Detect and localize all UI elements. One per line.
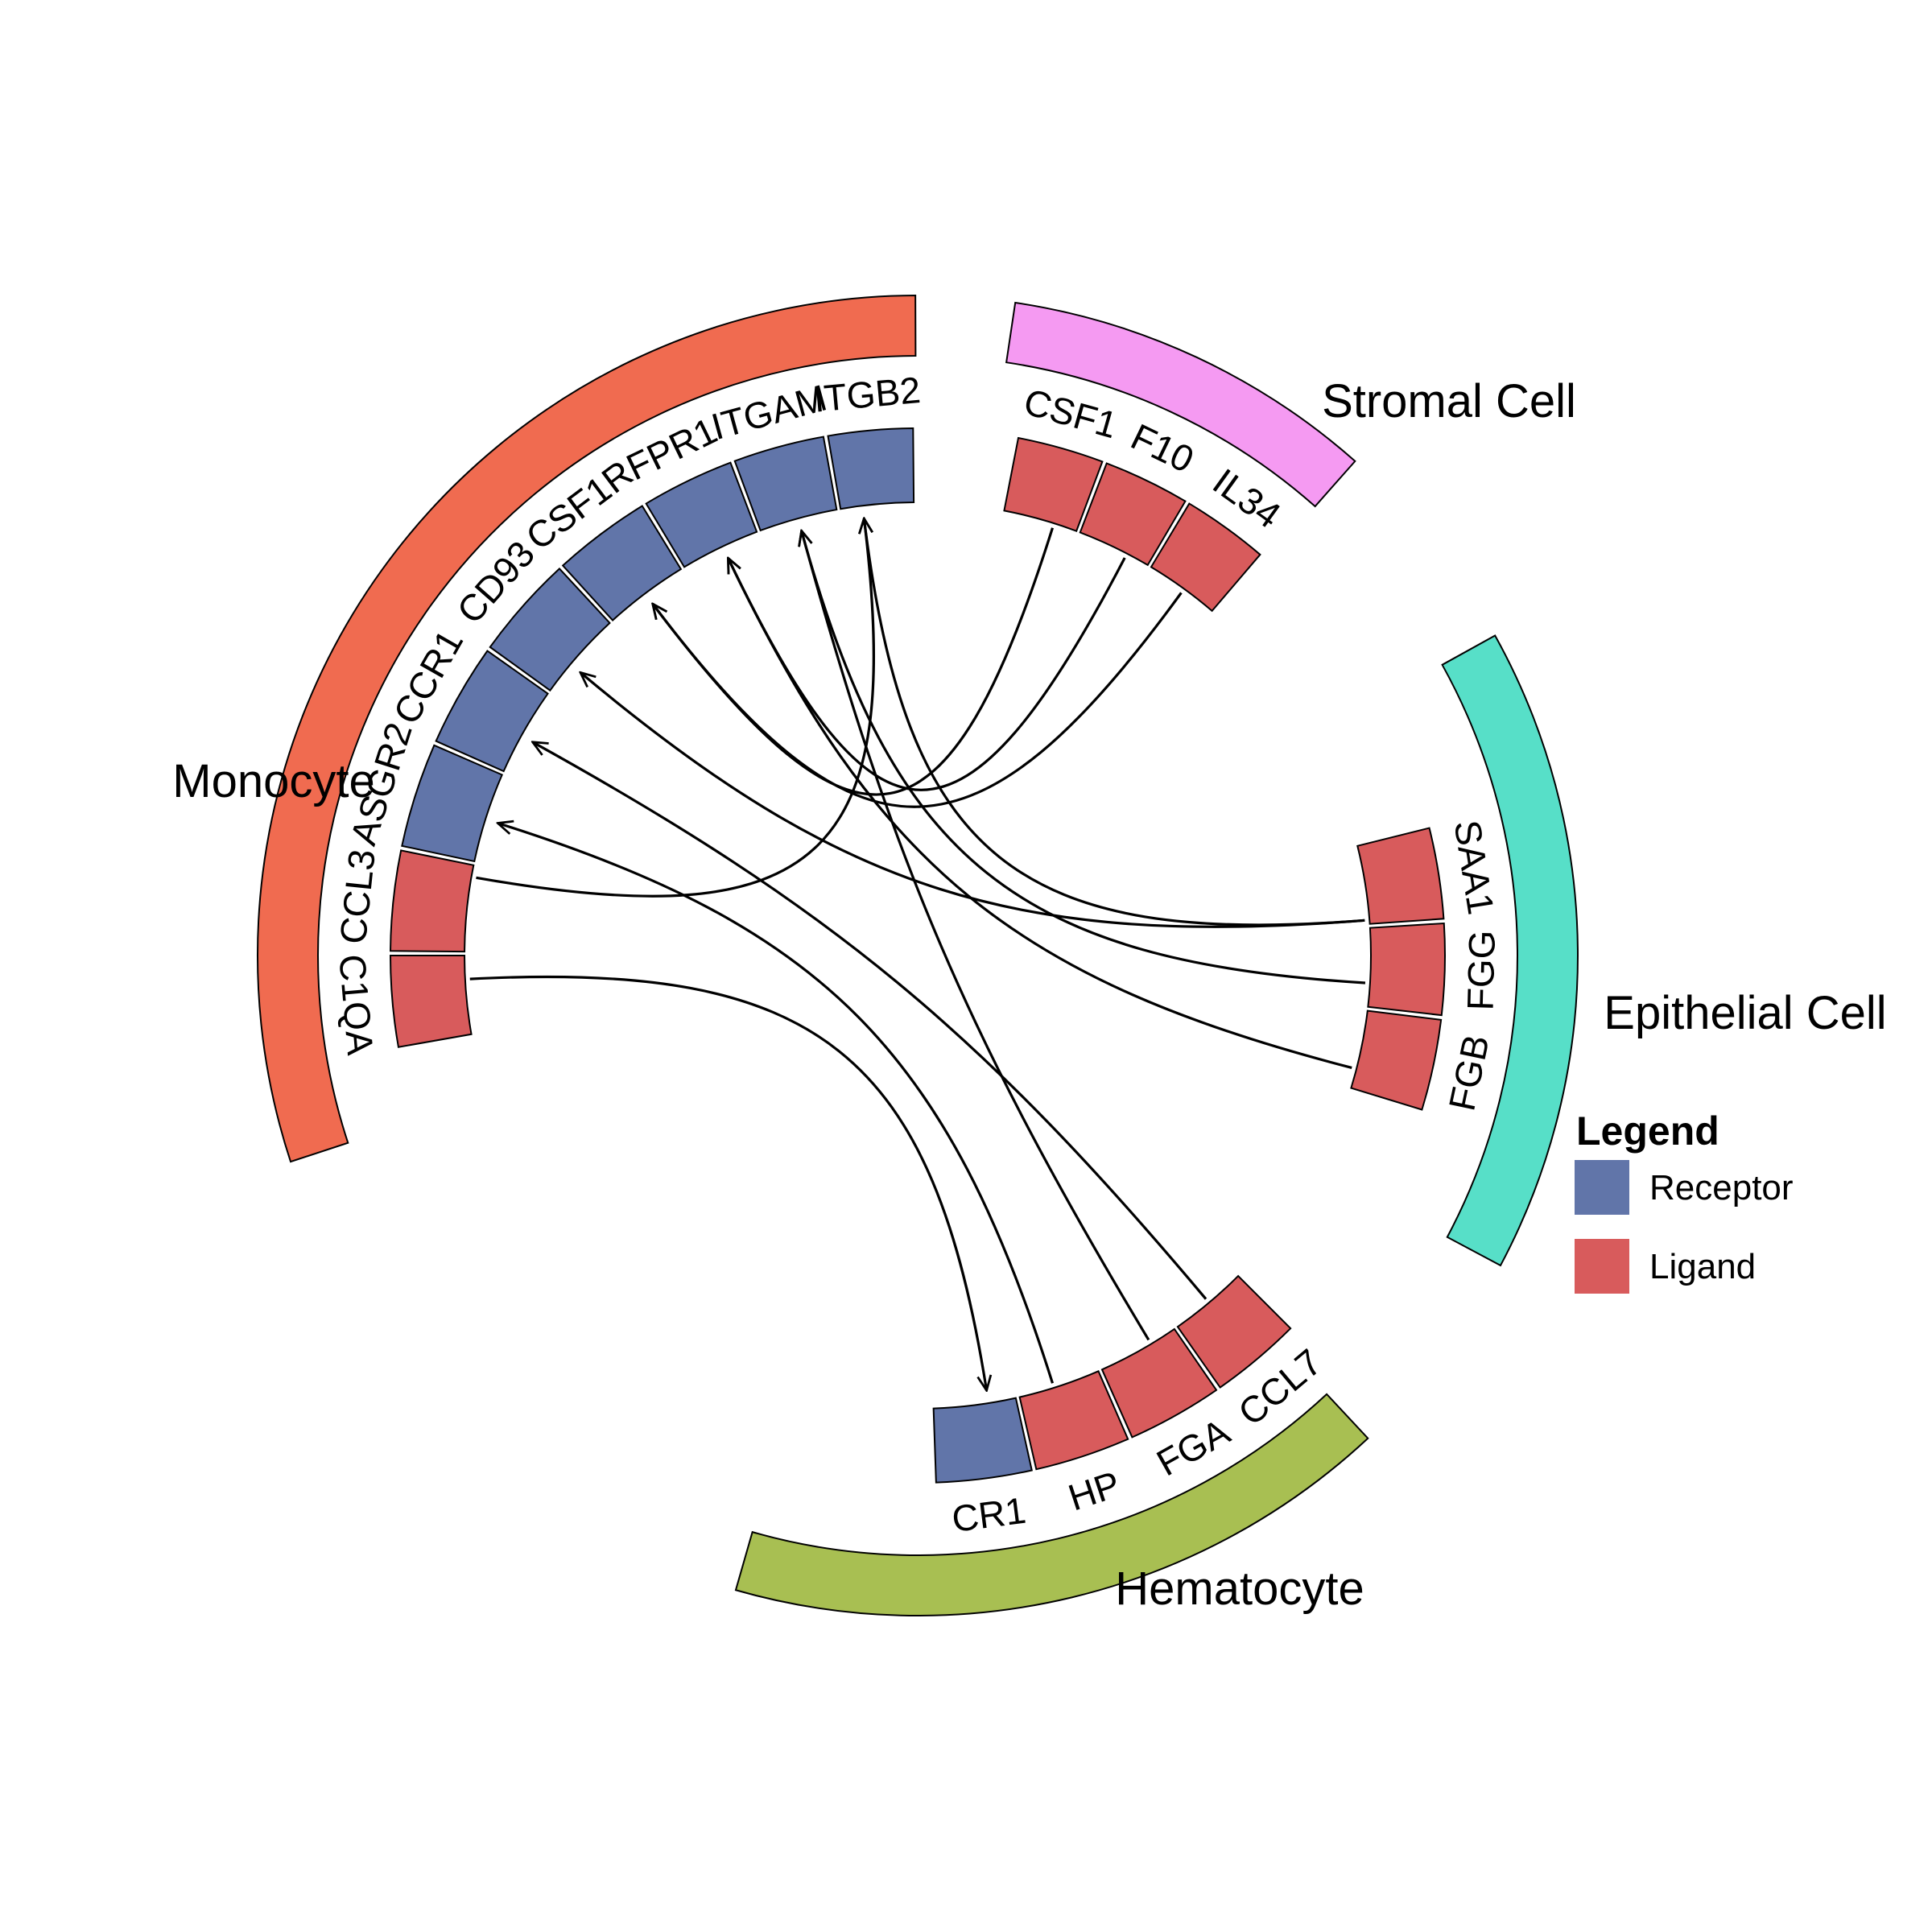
link-fgb-to-fpr1 bbox=[727, 558, 1352, 1070]
gene-segments bbox=[389, 427, 1446, 1484]
gene-segment-fgg bbox=[1367, 922, 1446, 1017]
gene-label-cr1_hema: CR1 bbox=[949, 1489, 1028, 1540]
link-c1qa-to-cr1_hema bbox=[469, 975, 987, 1390]
gene-labels: ITGB2ITGAMFPR1CSF1RCD93CCR1ASGR2CCL3C1QA… bbox=[331, 369, 1503, 1540]
gene-segment-itgam bbox=[733, 436, 838, 532]
gene-label-ccl3: CCL3 bbox=[332, 848, 383, 946]
gene-segment-fpr1 bbox=[645, 461, 758, 568]
cell-type-label-monocyte: Monocyte bbox=[172, 755, 374, 807]
link-saa1-to-itgb2 bbox=[864, 518, 1365, 927]
cell-type-label-epithelial: Epithelial Cell bbox=[1604, 987, 1886, 1039]
gene-segment-csf1 bbox=[1003, 436, 1104, 532]
link-il34-to-csf1r bbox=[653, 592, 1183, 808]
gene-label-saa1: SAA1 bbox=[1447, 817, 1503, 917]
gene-segment-hp bbox=[1018, 1369, 1129, 1471]
link-ccl3-to-itgb2 bbox=[476, 518, 876, 898]
gene-segment-csf1r bbox=[561, 505, 683, 622]
gene-label-csf1: CSF1 bbox=[1019, 380, 1121, 446]
gene-label-c1qa: C1QA bbox=[331, 952, 382, 1057]
cell-type-label-hematocyte: Hematocyte bbox=[1115, 1563, 1364, 1615]
legend-title: Legend bbox=[1576, 1108, 1719, 1154]
gene-label-fgg: FGG bbox=[1459, 930, 1503, 1011]
gene-segment-ccl7 bbox=[1176, 1274, 1292, 1389]
link-fga-to-itgam bbox=[802, 530, 1150, 1341]
gene-segment-c1qa bbox=[389, 955, 473, 1048]
gene-segment-fga bbox=[1100, 1327, 1218, 1439]
gene-label-fgb: FGB bbox=[1440, 1031, 1497, 1114]
link-saa1-to-cd93 bbox=[580, 672, 1365, 928]
cell-type-arc-epithelial bbox=[1441, 634, 1579, 1267]
cell-type-arcs bbox=[257, 295, 1579, 1616]
cell-type-arc-stromal bbox=[1005, 301, 1356, 508]
link-fgg-to-itgam bbox=[802, 530, 1366, 985]
gene-label-itgb2: ITGB2 bbox=[812, 369, 923, 420]
gene-segment-asgr2 bbox=[401, 744, 504, 863]
gene-segment-ccl3 bbox=[390, 849, 475, 953]
gene-segment-fgb bbox=[1350, 1009, 1443, 1111]
link-hp-to-asgr2 bbox=[497, 824, 1055, 1384]
gene-label-hp: HP bbox=[1063, 1463, 1125, 1518]
gene-segment-saa1 bbox=[1356, 827, 1445, 925]
gene-segment-ccr1_mono bbox=[435, 650, 549, 773]
cell-type-label-stromal: Stromal Cell bbox=[1322, 375, 1576, 427]
legend-swatch-ligand bbox=[1575, 1239, 1629, 1294]
gene-label-f10: F10 bbox=[1125, 415, 1200, 481]
cell-type-arc-monocyte bbox=[257, 295, 917, 1163]
legend-label-ligand: Ligand bbox=[1649, 1247, 1756, 1286]
link-ccl7-to-ccr1_mono bbox=[533, 742, 1208, 1300]
legend: Legend Receptor Ligand bbox=[1575, 1108, 1794, 1294]
gene-segment-f10 bbox=[1079, 462, 1187, 567]
interaction-links bbox=[469, 518, 1366, 1390]
cell-type-arc-hematocyte bbox=[734, 1393, 1369, 1616]
gene-segment-cd93 bbox=[489, 567, 611, 692]
gene-segment-cr1_hema bbox=[932, 1397, 1033, 1484]
legend-swatch-receptor bbox=[1575, 1160, 1629, 1215]
gene-segment-itgb2 bbox=[827, 427, 915, 510]
gene-segment-il34 bbox=[1150, 502, 1261, 613]
legend-label-receptor: Receptor bbox=[1649, 1168, 1794, 1208]
